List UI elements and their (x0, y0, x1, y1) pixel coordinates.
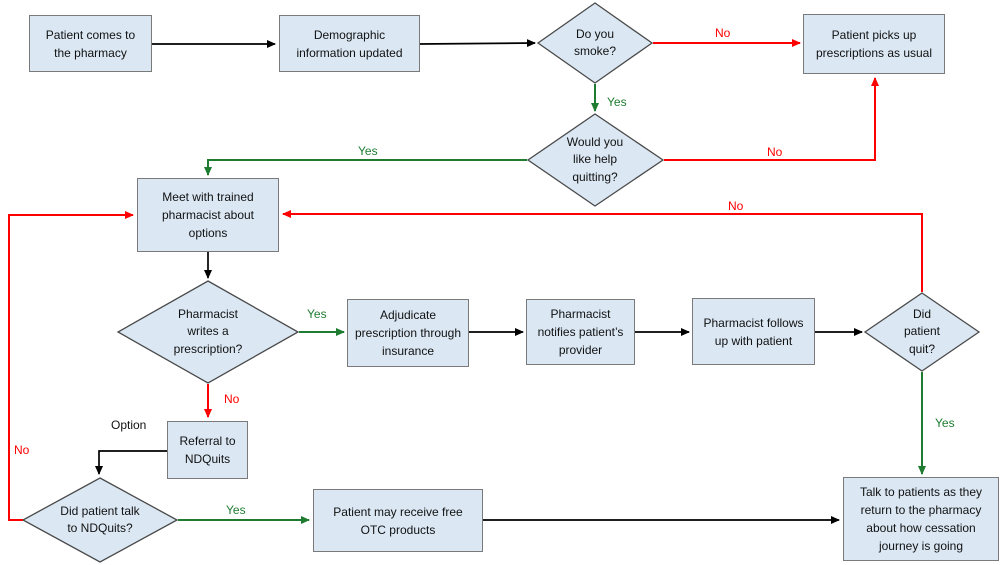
node-talked-ndquits-label: Did patient talk to NDQuits? (60, 503, 140, 535)
edge-label-smoke-yes: Yes (606, 95, 628, 109)
edge-label-option: Option (110, 418, 148, 432)
node-help-quitting-shape (526, 113, 665, 207)
node-picks-up: Patient picks up prescriptions as usual (803, 14, 945, 74)
edge-ndquits-no-loop (8, 211, 134, 521)
edge-label-rx-no: No (223, 392, 241, 406)
node-adjudicate: Adjudicate prescription through insuranc… (347, 299, 469, 367)
node-meet-pharmacist: Meet with trained pharmacist about optio… (137, 178, 279, 252)
node-talked-ndquits-shape (21, 477, 179, 563)
node-writes-prescription-label: Pharmacist writes a prescription? (173, 306, 243, 356)
node-did-quit-shape (863, 292, 981, 372)
node-help-quitting-label: Would you like help quitting? (566, 134, 624, 184)
node-demographic-label: Demographic information updated (296, 27, 403, 60)
node-follows-up: Pharmacist follows up with patient (692, 298, 815, 365)
edge-quit-no-loop (282, 210, 923, 292)
node-referral: Referral to NDQuits (167, 421, 248, 479)
node-writes-prescription-shape (116, 280, 300, 384)
node-notifies-provider-label: Pharmacist notifies patient’s provider (537, 307, 624, 357)
node-do-you-smoke-label: Do you smoke? (573, 26, 617, 58)
edge-help-yes (204, 159, 527, 176)
node-free-otc-label: Patient may receive free OTC products (333, 504, 463, 537)
edge-label-ndquits-no: No (13, 443, 31, 457)
edge-label-rx-yes: Yes (306, 307, 328, 321)
node-demographic: Demographic information updated (279, 15, 420, 72)
edge-referral-to-ndquits (95, 450, 167, 475)
edge-label-quit-no: No (727, 199, 745, 213)
node-notifies-provider: Pharmacist notifies patient’s provider (526, 299, 635, 365)
edge-label-ndquits-yes: Yes (225, 503, 247, 517)
node-referral-label: Referral to NDQuits (179, 434, 236, 466)
node-picks-up-label: Patient picks up prescriptions as usual (815, 28, 933, 60)
edge-label-smoke-no: No (714, 26, 732, 40)
node-did-quit-label: Did patient quit? (903, 306, 941, 356)
edge-help-no (664, 77, 879, 161)
edge-demographic-to-smoke (419, 39, 536, 48)
node-patient-comes-label: Patient comes to the pharmacy (45, 27, 136, 60)
edge-label-help-no: No (766, 145, 784, 159)
node-follows-up-label: Pharmacist follows up with patient (703, 315, 804, 348)
node-meet-pharmacist-label: Meet with trained pharmacist about optio… (161, 190, 255, 240)
node-do-you-smoke-shape (536, 2, 654, 84)
node-patient-comes: Patient comes to the pharmacy (29, 15, 152, 72)
node-adjudicate-label: Adjudicate prescription through insuranc… (354, 308, 462, 358)
node-talk-return-label: Talk to patients as they return to the p… (859, 485, 983, 553)
edge-label-help-yes: Yes (357, 144, 379, 158)
node-talk-return: Talk to patients as they return to the p… (843, 477, 999, 561)
node-free-otc: Patient may receive free OTC products (313, 489, 483, 552)
edge-label-quit-yes: Yes (934, 416, 956, 430)
